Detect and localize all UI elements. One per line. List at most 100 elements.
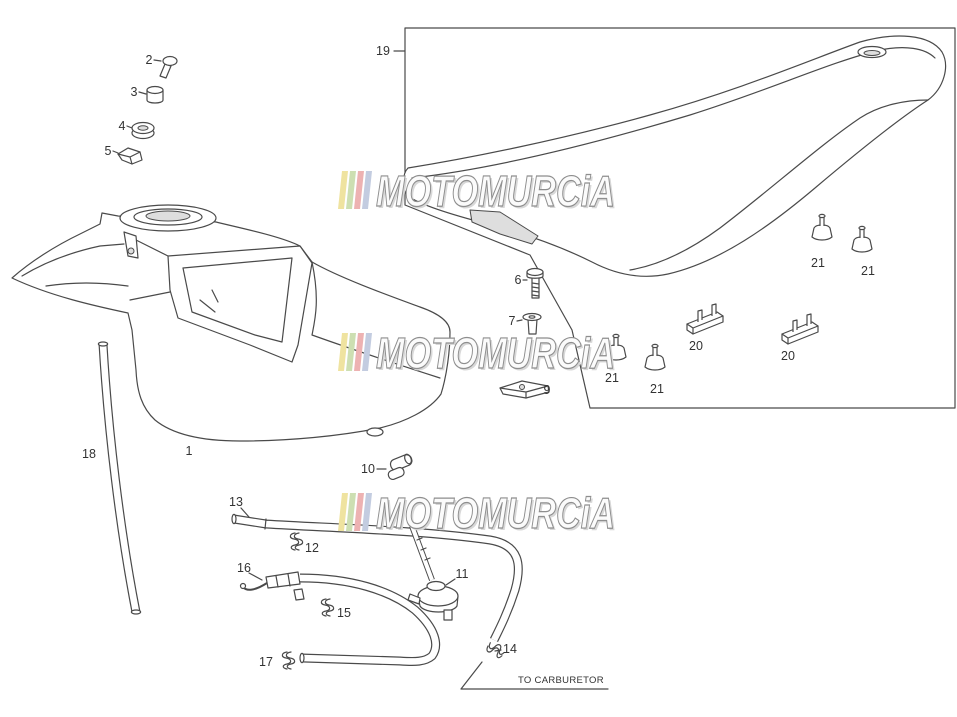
watermark-stripe	[362, 171, 372, 209]
fuel-tank	[11, 204, 451, 442]
line-16-pigtail	[242, 582, 268, 591]
hose-18-body	[99, 343, 140, 613]
seat-bolt	[522, 267, 544, 299]
hose-18-end	[130, 609, 142, 615]
leader-16	[248, 572, 263, 581]
rubber-buffer	[644, 343, 666, 371]
bracket-post	[711, 303, 717, 316]
tank-scoop-edge	[45, 282, 129, 287]
seat-cover-seam	[411, 47, 936, 179]
tank-lobe-seam	[311, 261, 441, 379]
tank-drain-boss	[366, 427, 384, 437]
clip-body	[117, 147, 143, 165]
watermark-stripe	[362, 333, 372, 371]
line-16-end	[239, 582, 247, 590]
bracket-edge	[781, 325, 819, 345]
tank-recess-crease	[199, 289, 219, 313]
tap-filter-stem-body	[410, 525, 434, 581]
bolt-head	[526, 267, 544, 277]
tap-stem-ridges	[416, 537, 431, 561]
inline-filter	[265, 571, 301, 589]
clip-wire	[293, 532, 304, 551]
rubber-buffer	[851, 225, 873, 253]
clip-fold	[117, 151, 141, 165]
clip-wire	[281, 651, 292, 670]
buffer-cap	[818, 213, 826, 219]
callout-9: 9	[544, 383, 551, 397]
watermark-text: MOTOMURCiA	[376, 167, 615, 216]
breather-hose	[97, 341, 142, 615]
leader-7	[516, 319, 523, 322]
seat-front-tab	[469, 209, 539, 245]
line-17-end	[299, 652, 305, 664]
clip-wire	[486, 645, 503, 659]
callout-13: 13	[229, 495, 243, 509]
bolt-shank	[159, 63, 172, 79]
grommet-bore	[137, 125, 149, 131]
carburetor-leader	[460, 661, 609, 690]
hose-clamp-set	[376, 453, 413, 481]
buffer-body	[811, 224, 833, 241]
hose-18-end	[97, 341, 109, 347]
filler-neck-opening	[145, 210, 191, 222]
buffer-cap	[612, 333, 620, 339]
bracket-edge	[686, 315, 724, 335]
rubber-buffer	[605, 333, 627, 361]
callout-labels: 2 3 4 5 19 6 7 9 1 18 21 21 20 20 21 21 …	[82, 44, 875, 669]
callout-5: 5	[105, 144, 112, 158]
clip-nut-body	[499, 380, 550, 399]
bolt-thread	[531, 282, 540, 297]
tank-grommet	[126, 121, 155, 140]
watermark-logo: MOTOMURCiA MOTOMURCiA	[338, 328, 617, 380]
bush-top	[146, 85, 164, 95]
callout-4: 4	[119, 119, 126, 133]
hose-13-end	[231, 513, 237, 525]
spring-clip	[289, 532, 304, 551]
watermark-text: MOTOMURCiA	[376, 489, 615, 538]
clip-wire	[324, 598, 335, 617]
spring-clip	[486, 642, 505, 659]
watermark-stripe	[354, 333, 364, 371]
line-16-stub	[293, 588, 305, 601]
callout-17: 17	[259, 655, 273, 669]
leader-4	[126, 125, 133, 129]
watermark-shadow: MOTOMURCiA	[378, 169, 617, 218]
line-16-outline	[299, 573, 441, 666]
buffer-cap	[858, 225, 866, 231]
callout-15: 15	[337, 606, 351, 620]
watermark-stripe	[338, 493, 348, 531]
carburetor-note: TO CARBURETOR	[518, 675, 604, 686]
fuel-line-16	[239, 571, 441, 666]
callout-14: 14	[503, 642, 517, 656]
line-16-body	[299, 574, 439, 665]
hose-13-body	[233, 515, 522, 642]
watermark-shadow: MOTOMURCiA	[378, 331, 617, 380]
callout-21: 21	[861, 264, 875, 278]
watermark-stripe	[338, 171, 348, 209]
spring-clip	[281, 651, 296, 670]
tank-bush	[138, 85, 164, 104]
callout-21: 21	[605, 371, 619, 385]
callout-1: 1	[186, 444, 193, 458]
callout-3: 3	[131, 85, 138, 99]
callout-6: 6	[515, 273, 522, 287]
tank-mount-tab	[123, 231, 139, 259]
clip-wire	[488, 642, 505, 655]
buffer-body	[644, 354, 666, 371]
hose-13-joint	[264, 518, 267, 530]
filler-neck-inner	[133, 208, 203, 226]
seat-spacer	[516, 312, 542, 335]
tank-top-edge	[135, 239, 169, 257]
buffer-cap	[651, 343, 659, 349]
tank-recess-inner	[182, 257, 293, 343]
callout-11: 11	[456, 567, 469, 581]
watermark-stripe	[338, 333, 348, 371]
fuel-hose-13	[231, 507, 523, 643]
clamp-piece-end	[404, 453, 412, 465]
callout-12: 12	[305, 541, 319, 555]
seat-strap-hole-inner	[863, 50, 881, 56]
callout-2: 2	[146, 53, 153, 67]
watermark-shadow: MOTOMURCiA	[378, 491, 617, 540]
watermark-stripe	[346, 493, 356, 531]
